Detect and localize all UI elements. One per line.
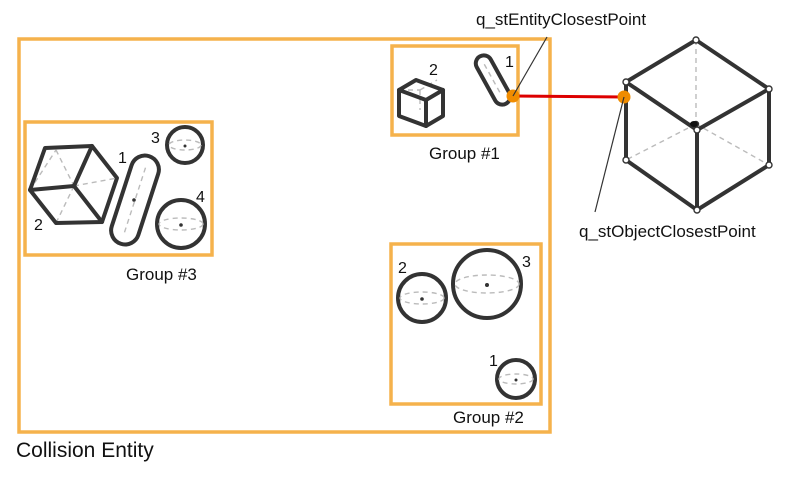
group-2-sphere-small [495,358,537,400]
group-3-capsule [109,153,161,247]
group-3-item-1-number: 1 [118,150,127,167]
group-1-cube [397,78,445,128]
group-3-frame [23,120,214,257]
group-1-item-1-number: 1 [505,54,514,71]
group-3-label: Group #3 [126,265,197,284]
group-3-sphere-small [165,125,205,165]
entity-closest-point-label: q_stEntityClosestPoint [476,10,646,29]
collision-entity-frame [17,37,552,434]
group-2-frame [389,242,543,406]
group-1-frame [390,44,520,137]
group-1-item-2-number: 2 [429,62,438,79]
object-cube [622,36,773,214]
group-2-item-3-number: 3 [522,254,531,271]
group-2-item-2-number: 2 [398,260,407,277]
group-2-label: Group #2 [453,408,524,427]
group-3-sphere-large [155,198,207,250]
closest-points-link [512,94,625,99]
collision-entity-label: Collision Entity [16,439,154,462]
group-3-item-2-number: 2 [34,217,43,234]
object-point-leader [594,96,625,213]
group-3-item-4-number: 4 [196,189,205,206]
group-1-capsule [473,53,513,107]
group-1-label: Group #1 [429,144,500,163]
entity-point-leader [512,36,548,97]
group-3-item-3-number: 3 [151,130,160,147]
group-2-sphere-medium [396,272,448,324]
group-2-sphere-large [451,248,523,320]
shape-centre-dots [71,144,518,382]
object-closest-point-label: q_stObjectClosestPoint [579,222,756,241]
group-2-item-1-number: 1 [489,353,498,370]
